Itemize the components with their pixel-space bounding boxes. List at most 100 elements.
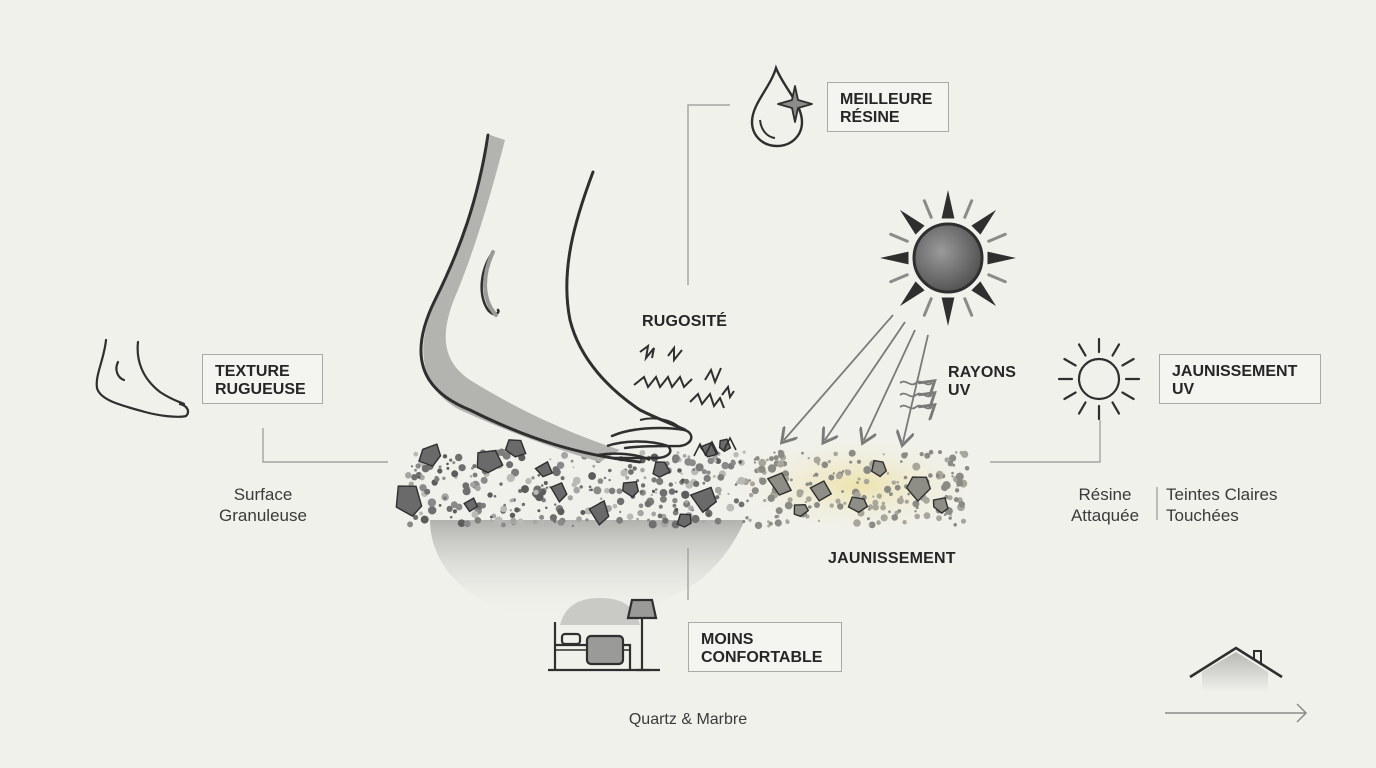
gravel-grain xyxy=(745,516,749,520)
gravel-grain xyxy=(648,520,657,529)
sun-ray xyxy=(987,251,1016,265)
quartz-marbre-note: Quartz & Marbre xyxy=(628,711,748,728)
gravel-grain xyxy=(472,472,478,478)
gravel-grain xyxy=(469,475,473,478)
sun-ray xyxy=(941,297,955,326)
gravel-grain xyxy=(814,472,819,477)
gravel-grain xyxy=(410,465,414,468)
gravel-grain xyxy=(446,462,449,466)
gravel-grain xyxy=(894,484,901,491)
gravel-grain xyxy=(549,458,552,461)
gravel-grain xyxy=(742,450,746,454)
gravel-grain xyxy=(674,481,677,484)
gravel-grain xyxy=(884,485,892,493)
gravel-grain xyxy=(442,476,446,480)
gravel-grain xyxy=(474,485,481,492)
gravel-grain xyxy=(638,503,644,509)
gravel-grain xyxy=(533,519,538,525)
gravel-grain xyxy=(848,449,856,457)
gravel-grain xyxy=(510,517,517,525)
jaunissement-uv-line1: JAUNISSEMENT xyxy=(1172,363,1298,380)
bedroom-dome xyxy=(560,598,640,625)
gravel-grain xyxy=(608,478,611,482)
gravel-grain xyxy=(651,489,656,493)
gravel-grain xyxy=(844,469,848,473)
gravel-grain xyxy=(657,513,663,519)
gravel-grain xyxy=(662,517,669,524)
sun-disc xyxy=(912,222,984,294)
gravel-grain xyxy=(832,472,835,475)
gravel-grain xyxy=(543,481,548,485)
gravel-grain xyxy=(817,519,821,523)
gravel-grain xyxy=(775,507,783,515)
gravel-grain xyxy=(790,478,793,482)
gravel-grain xyxy=(849,460,853,464)
resine-attaquee-line1: Résine xyxy=(1078,485,1132,504)
gravel-grain xyxy=(947,460,954,467)
gravel-grain xyxy=(489,515,493,519)
gravel-grain xyxy=(471,510,479,519)
gravel-grain xyxy=(748,518,752,522)
gravel-grain xyxy=(778,451,785,459)
gravel-grain xyxy=(706,512,711,517)
gravel-grain xyxy=(675,490,678,493)
gravel-grain xyxy=(766,458,769,462)
gravel-grain xyxy=(721,461,729,470)
gravel-grain xyxy=(604,487,610,494)
gravel-grain xyxy=(804,500,808,504)
gravel-grain xyxy=(758,465,766,473)
gravel-grain xyxy=(813,456,821,464)
gravel-grain xyxy=(455,453,463,462)
sun-ray-thin xyxy=(963,199,974,219)
gravel-grain xyxy=(868,521,876,529)
gravel-grain xyxy=(531,476,535,480)
gravel-grain xyxy=(733,452,739,458)
gravel-grain xyxy=(450,501,458,509)
small-sun-ray xyxy=(1063,357,1077,367)
gravel-grain xyxy=(658,504,663,509)
sun-ray xyxy=(941,190,955,219)
gravel-grain xyxy=(506,473,515,483)
gravel-grain xyxy=(856,481,859,484)
gravel-grain xyxy=(897,509,902,513)
gravel-grain xyxy=(835,472,843,480)
gravel-grain xyxy=(889,492,893,496)
gravel-grain xyxy=(886,472,890,475)
gravel-grain xyxy=(958,501,965,508)
small-sun-ray xyxy=(1111,401,1121,415)
gravel-grain xyxy=(853,519,861,527)
gravel-grain xyxy=(710,522,717,529)
gravel-grain xyxy=(415,463,421,469)
gravel-grain xyxy=(902,520,907,525)
gravel-grain xyxy=(763,498,767,503)
gravel-grain xyxy=(682,454,687,458)
foot-illustration xyxy=(419,133,693,464)
gravel-grain xyxy=(835,498,841,504)
gravel-grain xyxy=(954,451,958,454)
gravel-grain xyxy=(533,489,539,495)
gravel-grain xyxy=(592,464,596,468)
gravel-grain xyxy=(603,476,607,480)
gravel-grain xyxy=(511,468,520,477)
gravel-grain xyxy=(733,498,740,504)
gravel-grain xyxy=(751,487,759,495)
gravel-grain xyxy=(616,497,625,506)
gravel-grain xyxy=(480,476,488,484)
stone xyxy=(766,472,793,496)
texture-rugueuse-line2: RUGUEUSE xyxy=(215,381,306,398)
gravel-grain xyxy=(650,493,654,497)
gravel-grain xyxy=(796,489,804,497)
gravel-grain xyxy=(903,475,908,480)
gravel-grain xyxy=(928,473,933,478)
uv-ray-arrows xyxy=(784,314,929,442)
gravel-grain xyxy=(501,522,506,528)
gravel-grain xyxy=(517,518,524,525)
gravel-grain xyxy=(588,472,596,480)
rayons-uv-label: RAYONS UV xyxy=(948,364,1016,400)
rugosite-label: RUGOSITÉ xyxy=(642,313,728,330)
gravel-grain xyxy=(948,516,952,520)
gravel-grain xyxy=(689,506,694,511)
sun-ray-thin xyxy=(922,199,933,219)
gravel-grain xyxy=(471,466,474,470)
gravel-grain xyxy=(487,492,493,498)
